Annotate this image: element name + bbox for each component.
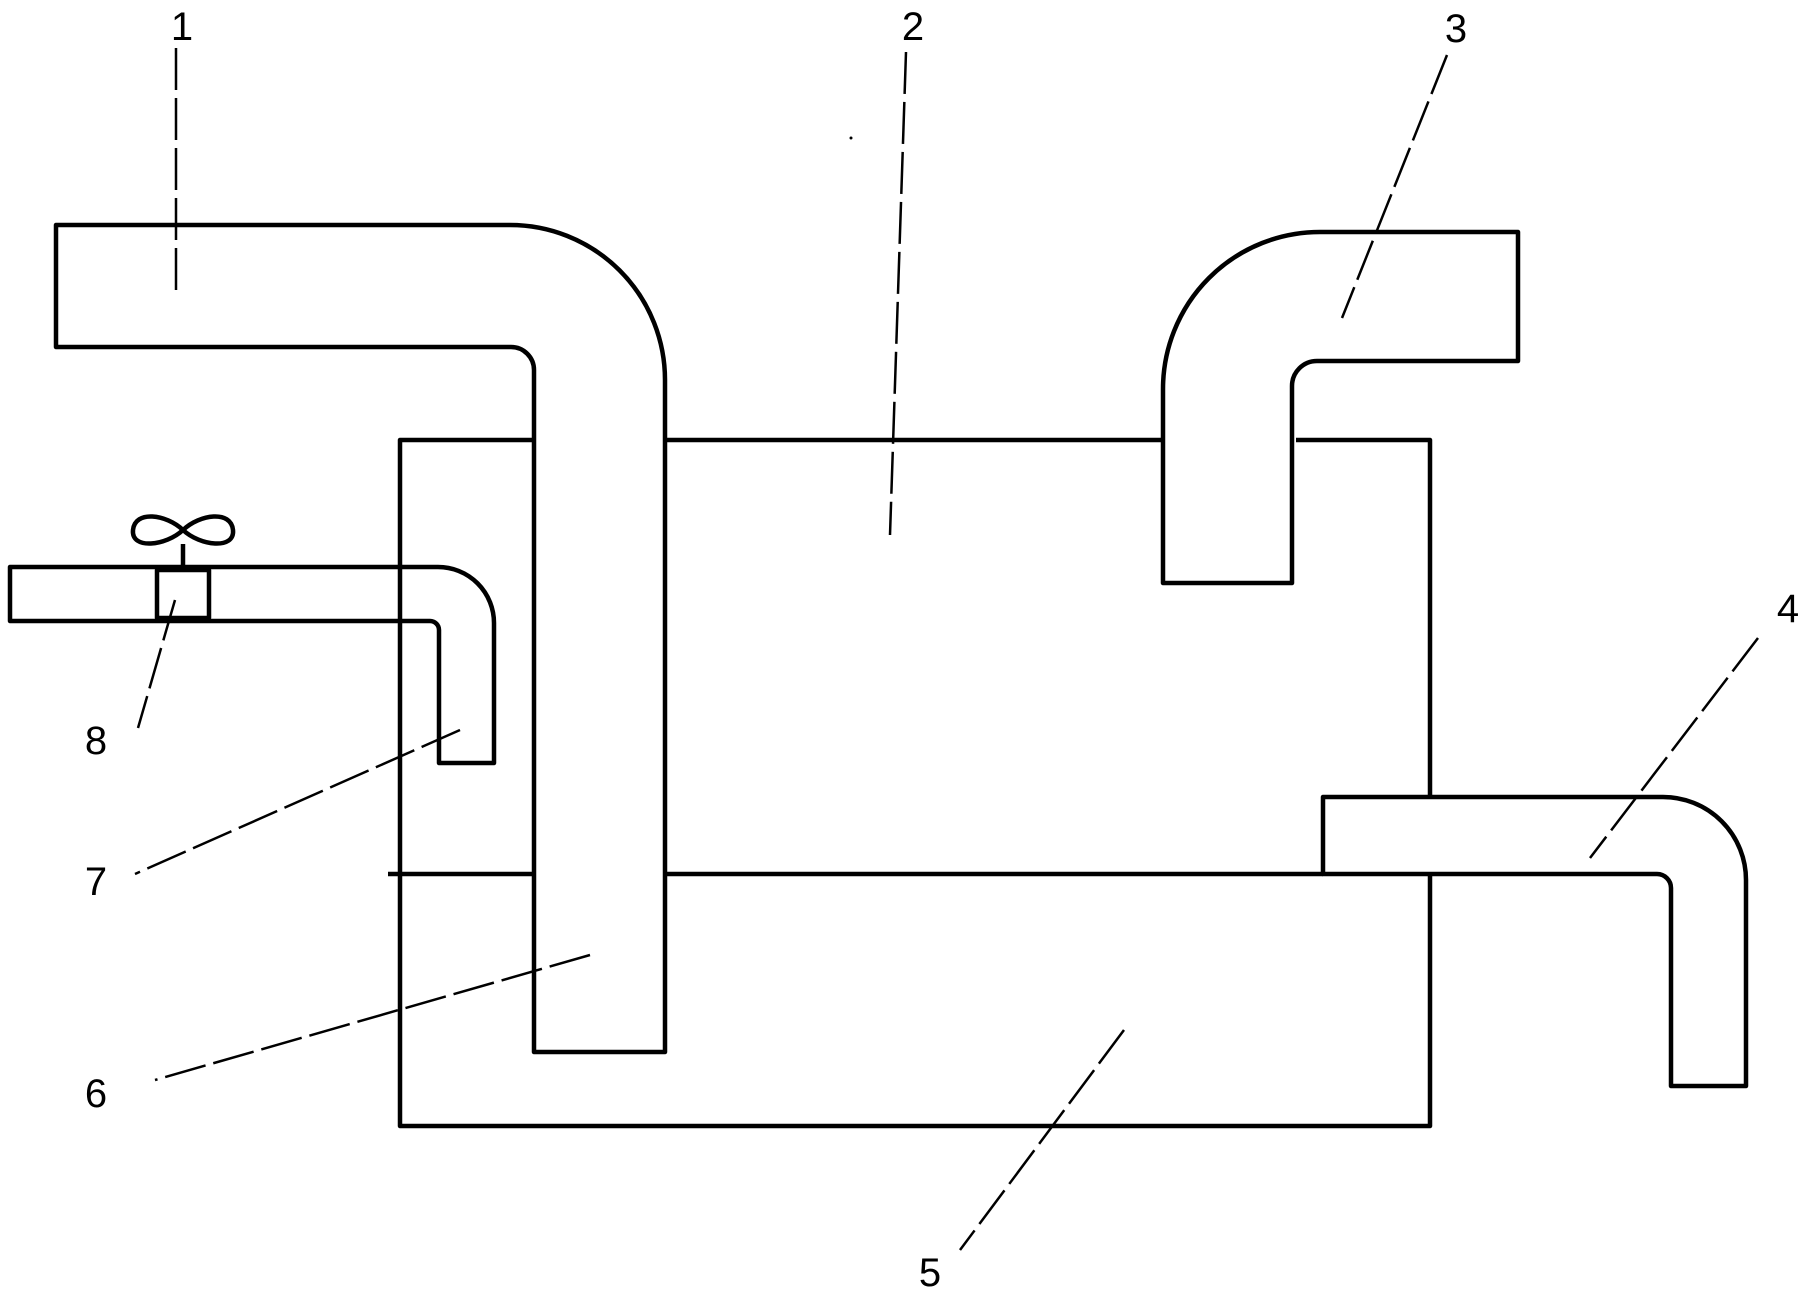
lower-chamber: [388, 871, 1433, 1129]
part-labels: 1 2 3 4 5 6 7 8: [85, 5, 1799, 1289]
speck: [849, 136, 853, 140]
leader-7: [134, 728, 461, 876]
leader-8: [136, 599, 177, 729]
leader-5: [958, 1029, 1126, 1251]
label-8: 8: [85, 719, 107, 763]
leader-lines: [134, 48, 1759, 1251]
valve-feed-pipe: [7, 564, 497, 766]
leader-3: [1340, 54, 1449, 319]
leader-6: [154, 953, 591, 1082]
valve: [130, 514, 236, 621]
leader-2: [888, 51, 908, 536]
valve-body: [154, 567, 212, 621]
upper-outlet-pipe: [1160, 229, 1521, 586]
valve-handle: [130, 514, 236, 546]
label-1: 1: [171, 5, 193, 49]
label-2: 2: [902, 5, 924, 49]
upper-chamber: [397, 437, 1433, 874]
label-6: 6: [85, 1072, 107, 1116]
side-outlet-pipe: [1320, 794, 1749, 1089]
label-4: 4: [1777, 587, 1799, 631]
label-7: 7: [85, 860, 107, 904]
label-5: 5: [919, 1251, 941, 1289]
inlet-pipe: [53, 222, 668, 1055]
label-3: 3: [1445, 7, 1467, 51]
leader-4: [1589, 637, 1759, 859]
